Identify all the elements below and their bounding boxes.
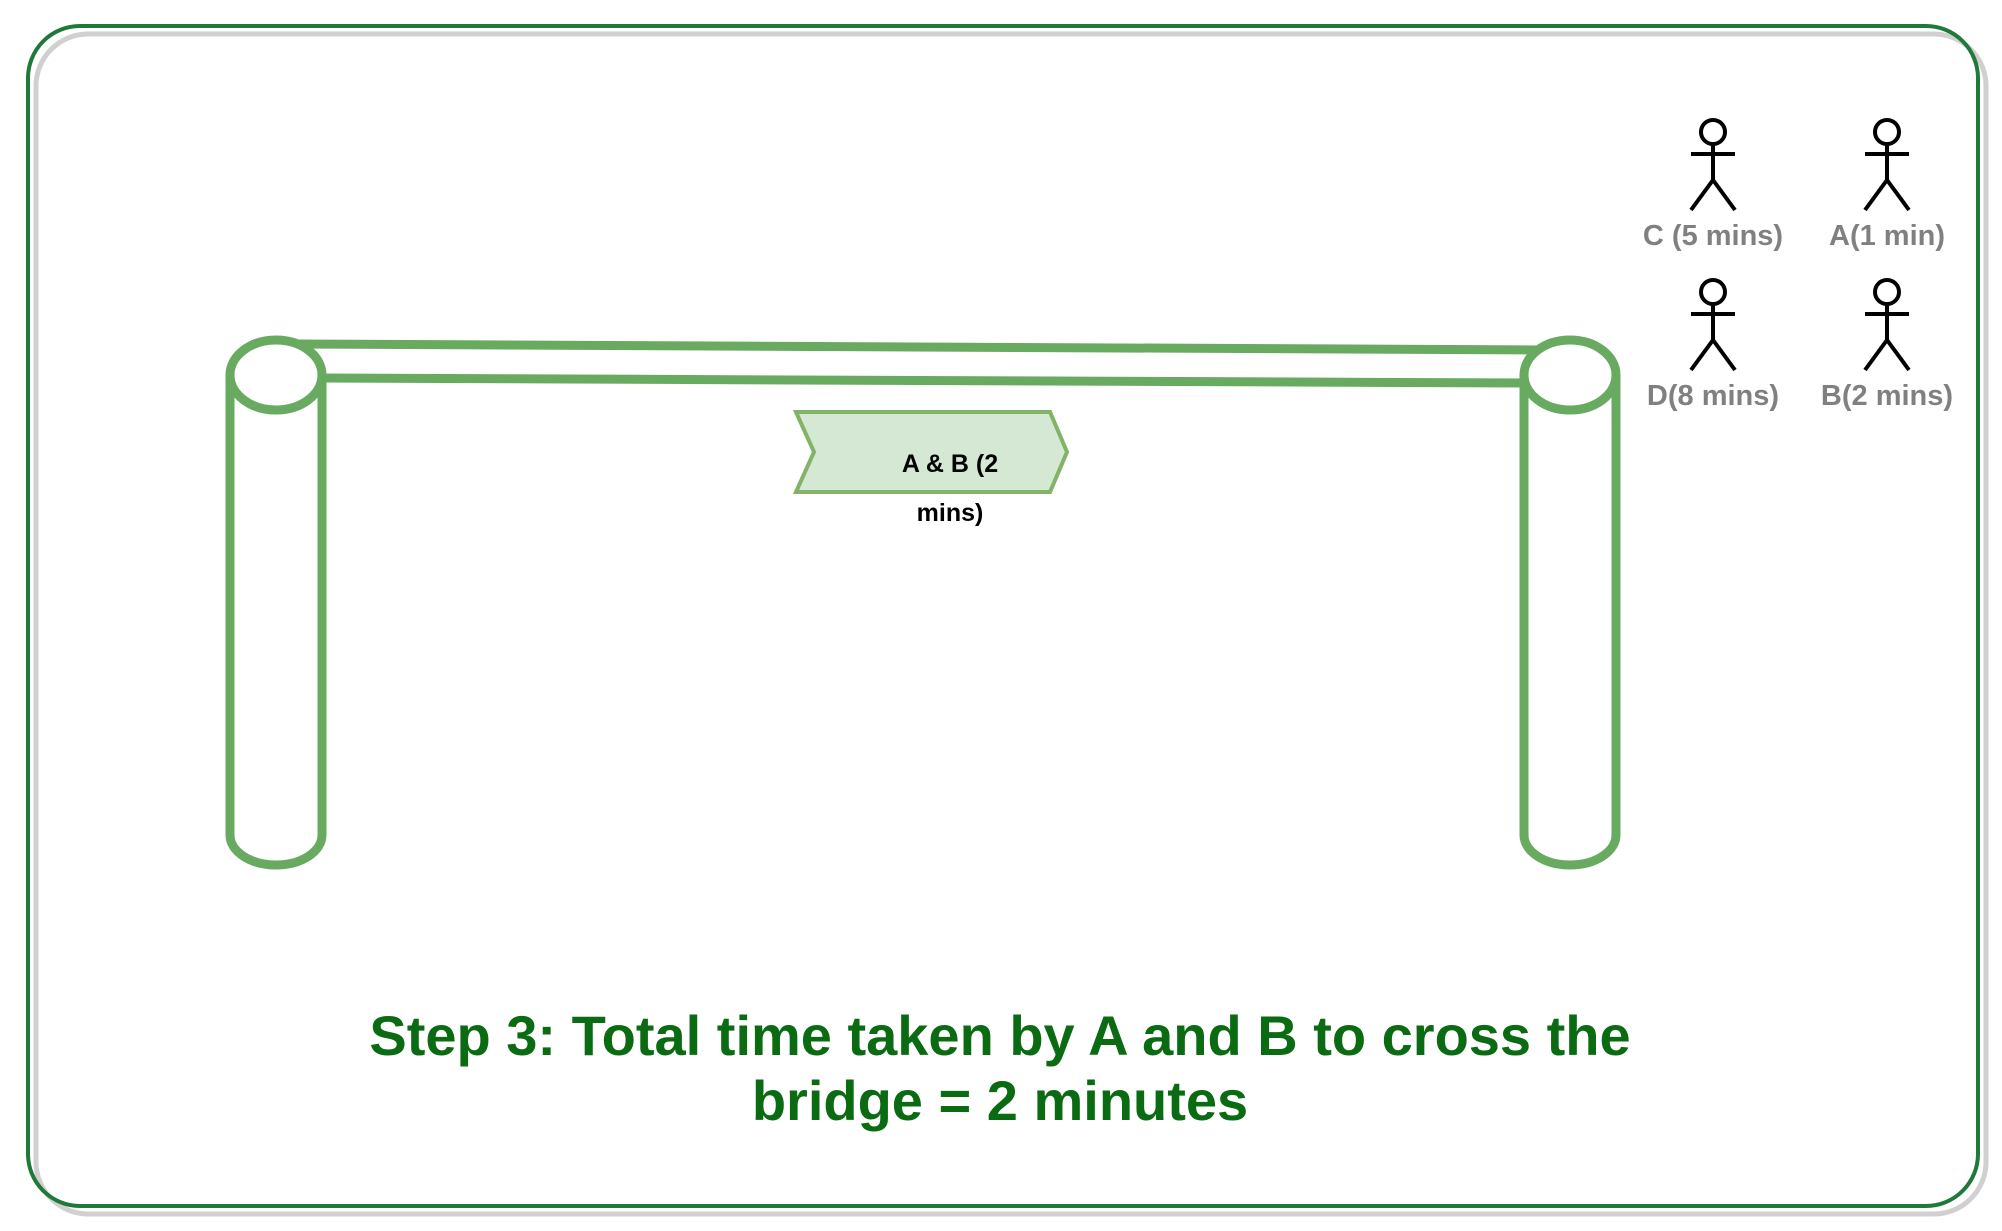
crossing-label: A & B (2 mins) (901, 450, 999, 527)
person-label-d: D(8 mins) (1646, 380, 1780, 412)
stick-figure-icon (1689, 118, 1737, 212)
person-label-b: B(2 mins) (1820, 380, 1954, 412)
right-pillar (1519, 335, 1621, 870)
person-label-c: C (5 mins) (1642, 220, 1784, 252)
stick-figure-icon (1863, 118, 1911, 212)
person-label-a: A(1 min) (1829, 220, 1945, 252)
left-pillar (225, 335, 327, 870)
people-group (1689, 118, 1911, 372)
stick-figure-icon (1863, 278, 1911, 372)
bridge-deck-top (294, 339, 1549, 355)
bridge (225, 335, 1621, 870)
step-caption: Step 3: Total time taken by A and B to c… (369, 1004, 1631, 1132)
bridge-deck-bottom (319, 373, 1531, 388)
crossing-arrow (792, 410, 1070, 494)
stick-figure-icon (1689, 278, 1737, 372)
frame-border (26, 24, 1980, 1208)
frame-shadow (33, 31, 1989, 1217)
